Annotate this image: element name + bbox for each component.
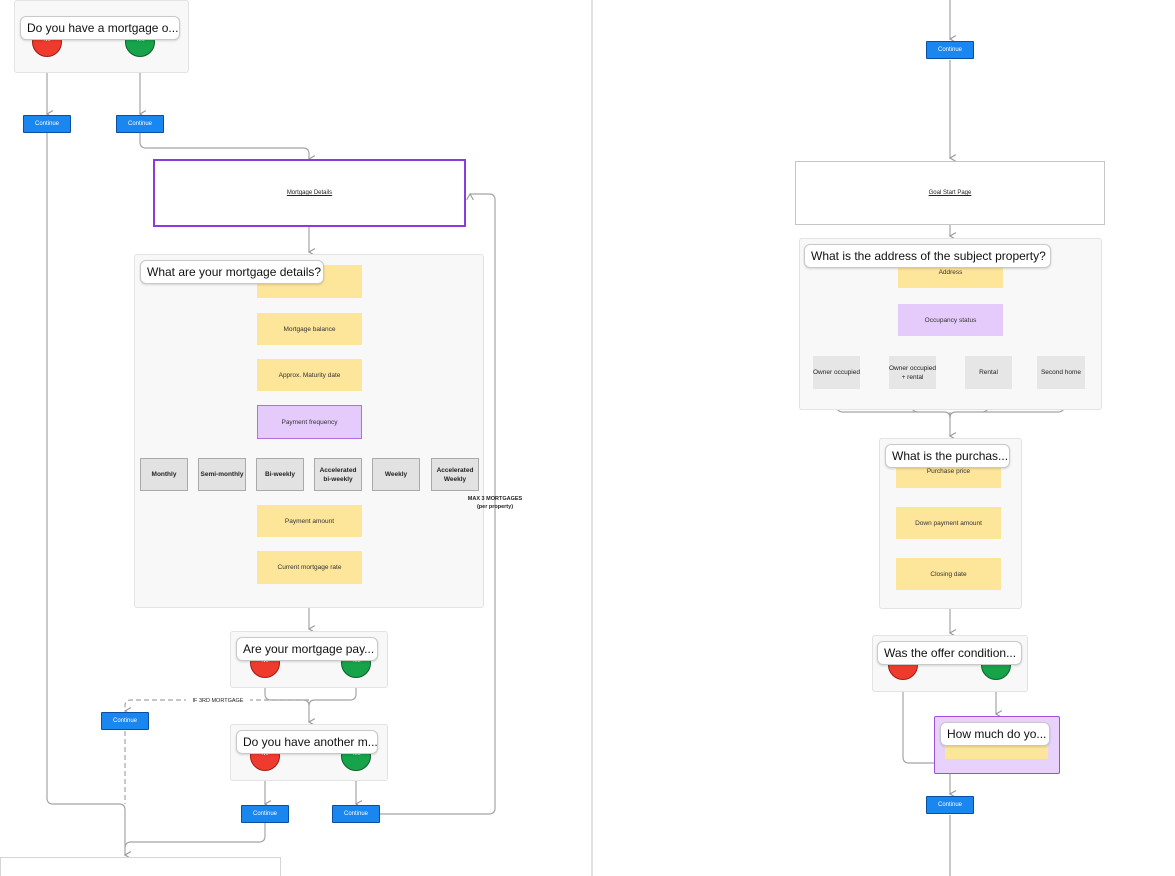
no-label: No bbox=[261, 751, 269, 757]
occupancy-status-field: Occupancy status bbox=[898, 304, 1003, 336]
max-mortgages-note: MAX 3 MORTGAGES (per property) bbox=[467, 496, 523, 510]
frequency-option-accelerated-bi-weekly[interactable]: Accelerated bi-weekly bbox=[314, 458, 362, 491]
no-label: No bbox=[261, 658, 269, 664]
mortgage-balance-field: Mortgage balance bbox=[257, 313, 362, 345]
payment-amount-field: Payment amount bbox=[257, 505, 362, 537]
continue-button-top[interactable]: Continue bbox=[926, 41, 974, 59]
continue-button-yes[interactable]: Continue bbox=[116, 115, 164, 133]
current-mortgage-rate-field: Current mortgage rate bbox=[257, 551, 362, 584]
payment-frequency-field: Payment frequency bbox=[257, 405, 362, 439]
mortgage-question-title: Do you have a mortgage o... bbox=[20, 16, 180, 40]
no-label: No bbox=[43, 37, 51, 43]
mortgage-details-page[interactable]: Mortgage Details bbox=[153, 159, 466, 227]
how-much-question-title: How much do yo... bbox=[940, 722, 1050, 746]
frequency-option-bi-weekly[interactable]: Bi-weekly bbox=[256, 458, 304, 491]
occupancy-option-owner-occupied-rental[interactable]: Owner occupied + rental bbox=[889, 356, 936, 389]
continue-button-third-mortgage[interactable]: Continue bbox=[101, 712, 149, 730]
closing-date-field: Closing date bbox=[896, 558, 1001, 590]
frequency-option-monthly[interactable]: Monthly bbox=[140, 458, 188, 491]
offer-question-title: Was the offer condition... bbox=[877, 641, 1022, 665]
payments-question-title: Are your mortgage pay... bbox=[236, 637, 378, 661]
down-payment-field: Down payment amount bbox=[896, 507, 1001, 539]
frequency-option-weekly[interactable]: Weekly bbox=[372, 458, 420, 491]
continue-button-no[interactable]: Continue bbox=[23, 115, 71, 133]
continue-button-bottom[interactable]: Continue bbox=[926, 796, 974, 814]
frequency-option-accelerated-weekly[interactable]: Accelerated Weekly bbox=[431, 458, 479, 491]
occupancy-option-second-home[interactable]: Second home bbox=[1037, 356, 1085, 389]
continue-button-another-no[interactable]: Continue bbox=[241, 805, 289, 823]
another-mortgage-question-title: Do you have another m... bbox=[236, 730, 378, 754]
maturity-date-field: Approx. Maturity date bbox=[257, 359, 362, 391]
yes-label: Yes bbox=[135, 37, 145, 43]
mortgage-details-title: What are your mortgage details? bbox=[140, 260, 324, 284]
purchase-question-title: What is the purchas... bbox=[885, 444, 1010, 468]
frequency-option-semi-monthly[interactable]: Semi-monthly bbox=[198, 458, 246, 491]
occupancy-option-rental[interactable]: Rental bbox=[965, 356, 1012, 389]
yes-label: Yes bbox=[351, 751, 361, 757]
occupancy-option-owner-occupied[interactable]: Owner occupied bbox=[813, 356, 860, 389]
yes-label: Yes bbox=[351, 658, 361, 664]
continue-button-another-yes[interactable]: Continue bbox=[332, 805, 380, 823]
next-page-box bbox=[0, 857, 281, 876]
goal-start-page[interactable]: Goal Start Page bbox=[795, 161, 1105, 225]
address-question-title: What is the address of the subject prope… bbox=[804, 244, 1051, 268]
third-mortgage-note: IF 3RD MORTGAGE bbox=[186, 697, 250, 705]
